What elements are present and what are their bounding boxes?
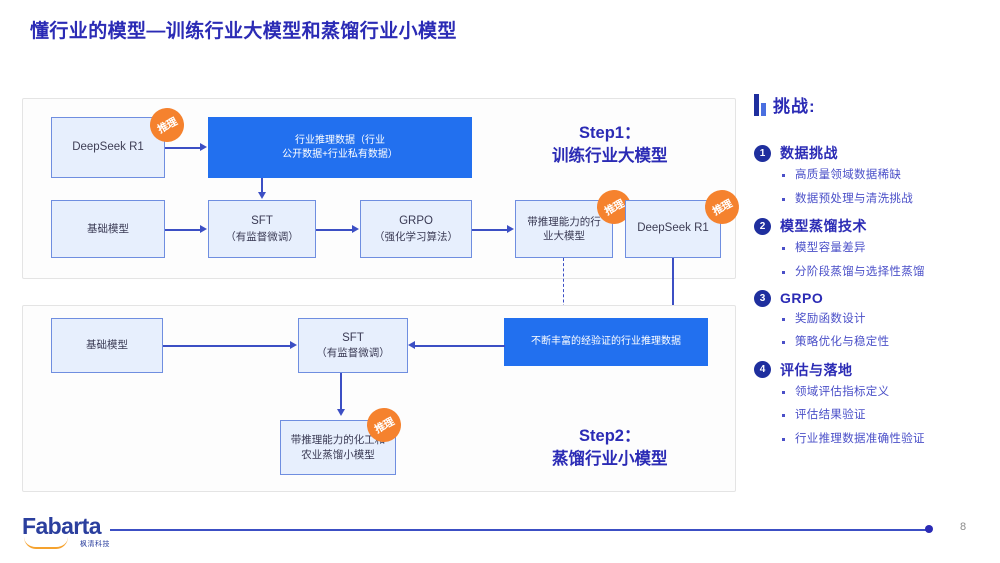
challenge-bullet: 数据预处理与清洗挑战 [782,193,986,206]
challenge-title-row: 1 数据挑战 [754,143,986,163]
node-grpo: GRPO （强化学习算法） [360,200,472,258]
node-label-line1: 带推理能力的化工和 [290,434,386,447]
company-logo: Fabarta 枫清科技 [22,515,110,550]
connector-grpo-to-bigmodel [472,229,508,231]
arrowhead-sft2-to-smallmodel [337,409,345,416]
challenge-group-4: 4 评估与落地 领域评估指标定义 评估结果验证 行业推理数据准确性验证 [754,360,986,446]
node-enriched-reasoning-data: 不断丰富的经验证的行业推理数据 [504,318,708,366]
challenge-bullet: 行业推理数据准确性验证 [782,433,986,446]
arrowhead-enriched-to-sft2 [408,341,415,349]
connector-deepseek-to-data [165,147,201,149]
arrowhead-deepseek-to-data [200,143,207,151]
arrowhead-basemodel-to-sft [200,225,207,233]
challenge-bullets: 高质量领域数据稀缺 数据预处理与清洗挑战 [782,169,986,205]
bar-marker-icon [754,93,766,116]
badge-label: 推理 [155,115,179,136]
logo-wordmark: Fabarta [22,513,101,539]
challenge-bullet: 策略优化与稳定性 [782,336,986,349]
challenge-bullets: 奖励函数设计 策略优化与稳定性 [782,313,986,349]
step2-label-line2: 蒸馏行业小模型 [552,449,668,468]
node-sft-step2: SFT （有监督微调） [298,318,408,373]
node-label: 不断丰富的经验证的行业推理数据 [531,336,681,348]
challenges-panel: 挑战: 1 数据挑战 高质量领域数据稀缺 数据预处理与清洗挑战 2 模型蒸馏技术… [754,92,986,457]
challenge-bullets: 模型容量差异 分阶段蒸馏与选择性蒸馏 [782,242,986,278]
challenge-group-3: 3 GRPO 奖励函数设计 策略优化与稳定性 [754,289,986,349]
step2-label-line1: Step2： [579,427,641,445]
challenge-title: GRPO [780,290,824,307]
arrowhead-basemodel2-to-sft2 [290,341,297,349]
challenge-title-row: 4 评估与落地 [754,360,986,380]
node-label: 基础模型 [86,339,128,352]
step1-label-line2: 训练行业大模型 [552,146,668,165]
node-label: DeepSeek R1 [637,222,709,235]
challenge-number-badge: 2 [754,217,771,235]
page-number: 8 [960,521,967,533]
node-label-line2: （有监督微调） [225,230,299,243]
node-label: DeepSeek R1 [72,140,144,153]
challenge-bullets: 领域评估指标定义 评估结果验证 行业推理数据准确性验证 [782,386,986,446]
connector-sft2-to-smallmodel [340,373,342,410]
challenges-heading-text: 挑战: [773,97,816,116]
node-label: 基础模型 [87,222,129,235]
node-label-line1: SFT [342,331,364,344]
challenge-title-row: 2 模型蒸馏技术 [754,216,986,236]
challenge-bullet: 领域评估指标定义 [782,386,986,399]
footer-divider [110,529,928,531]
arrowhead-sft-to-grpo [352,225,359,233]
connector-sft-to-grpo [316,229,353,231]
logo-chinese-name: 枫清科技 [80,541,110,548]
node-label-line2: （强化学习算法） [374,230,458,243]
step1-label: Step1： 训练行业大模型 [552,122,668,168]
step1-label-line1: Step1： [579,124,641,142]
challenge-number-badge: 4 [754,361,771,379]
node-distilled-small-model: 带推理能力的化工和 农业蒸馏小模型 [280,420,396,475]
challenge-title-row: 3 GRPO [754,289,986,307]
node-base-model-step2: 基础模型 [51,318,163,373]
page-title: 懂行业的模型—训练行业大模型和蒸馏行业小模型 [30,21,457,42]
challenge-bullet: 分阶段蒸馏与选择性蒸馏 [782,266,986,279]
connector-basemodel-to-sft [165,229,201,231]
challenge-title: 数据挑战 [780,145,838,161]
node-label-line2: 公开数据+行业私有数据） [282,148,398,160]
node-label-line2: （有监督微调） [316,347,390,360]
connector-deepseek-right-to-enriched [672,258,674,318]
challenges-heading: 挑战: [754,92,986,117]
logo-subline: 枫清科技 [22,539,110,550]
step2-label: Step2： 蒸馏行业小模型 [552,425,668,471]
badge-label: 推理 [710,197,734,218]
connector-data-to-sft [261,178,263,193]
challenge-bullet: 奖励函数设计 [782,313,986,326]
arrowhead-grpo-to-bigmodel [507,225,514,233]
challenge-bullet: 高质量领域数据稀缺 [782,169,986,182]
node-deepseek-r1-right: DeepSeek R1 [625,200,721,258]
challenge-bullet: 评估结果验证 [782,409,986,422]
node-label-line2: 农业蒸馏小模型 [301,448,375,461]
node-label-line1: SFT [251,215,273,228]
logo-swoosh-icon [24,537,68,549]
node-label-line1: GRPO [399,215,433,228]
connector-basemodel2-to-sft2 [163,345,291,347]
footer-dot-marker [925,525,933,533]
challenge-bullet: 模型容量差异 [782,242,986,255]
badge-label: 推理 [602,197,626,218]
connector-bigmodel-to-enriched [563,258,564,318]
challenge-title: 模型蒸馏技术 [780,218,867,235]
node-industry-reasoning-data: 行业推理数据（行业 公开数据+行业私有数据） [208,117,472,178]
challenge-number-badge: 3 [754,289,771,307]
node-label-line2: 业大模型 [543,230,585,242]
badge-label: 推理 [372,415,396,436]
challenge-number-badge: 1 [754,144,771,162]
arrowhead-data-to-sft [258,192,266,199]
challenge-group-1: 1 数据挑战 高质量领域数据稀缺 数据预处理与清洗挑战 [754,143,986,205]
node-base-model-step1: 基础模型 [51,200,165,258]
challenge-group-2: 2 模型蒸馏技术 模型容量差异 分阶段蒸馏与选择性蒸馏 [754,216,986,278]
challenge-title: 评估与落地 [780,361,853,378]
connector-enriched-to-sft2 [415,345,505,347]
node-deepseek-r1: DeepSeek R1 [51,117,165,178]
node-label-line1: 行业推理数据（行业 [295,135,385,146]
node-label-line1: 带推理能力的行 [527,215,601,228]
node-sft-step1: SFT （有监督微调） [208,200,316,258]
